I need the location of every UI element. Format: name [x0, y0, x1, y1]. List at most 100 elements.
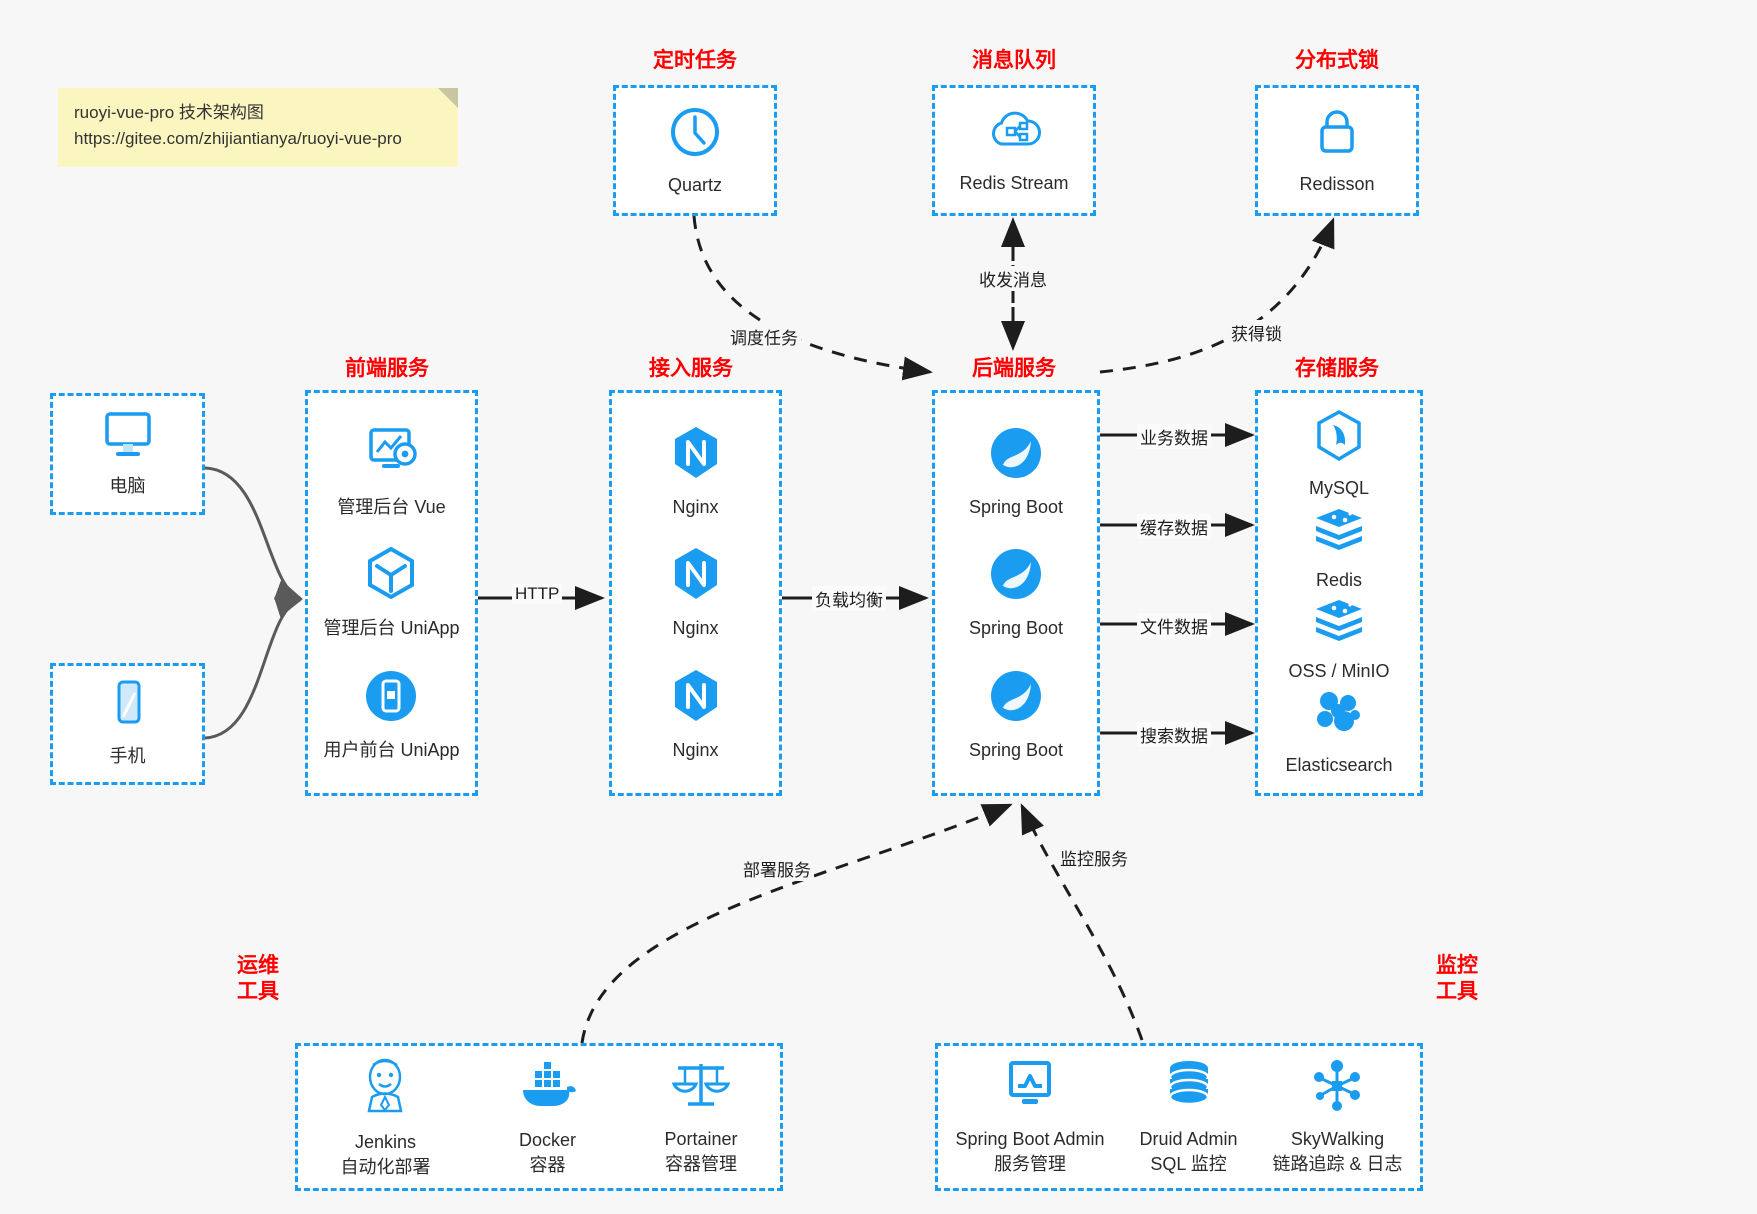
node-spring-boot-admin[interactable]: Spring Boot Admin 服务管理	[955, 1058, 1105, 1176]
node-jenkins[interactable]: Jenkins 自动化部署	[340, 1055, 430, 1179]
node-elasticsearch[interactable]: Elasticsearch	[1285, 688, 1393, 777]
node-label-nginx-2: Nginx	[672, 618, 719, 639]
clock-icon	[667, 104, 723, 165]
group-title-devops-line1: 运维	[237, 954, 279, 977]
node-label-redis-stream: Redis Stream	[959, 172, 1069, 193]
node-mysql[interactable]: MySQL	[1309, 409, 1369, 500]
node-nginx-3[interactable]: Nginx	[669, 667, 723, 762]
client-box-desktop[interactable]: 电脑	[50, 393, 205, 515]
group-box-frontend[interactable]: 管理后台 Vue 管理后台 UniApp 用户前台 UniApp	[305, 390, 478, 796]
group-box-storage[interactable]: MySQL Redis	[1255, 390, 1423, 796]
node-sublabel-docker: 容器	[529, 1154, 566, 1175]
client-label-desktop: 电脑	[109, 476, 146, 497]
node-spring-boot-3[interactable]: Spring Boot	[969, 667, 1063, 762]
group-title-scheduler: 定时任务	[653, 49, 737, 72]
spring-leaf-icon	[987, 545, 1045, 608]
group-box-devops[interactable]: Jenkins 自动化部署 Docker 容器	[295, 1043, 783, 1191]
edge-label-acquire-lock: 获得锁	[1228, 320, 1285, 345]
group-title-gateway: 接入服务	[649, 357, 733, 380]
group-box-backend[interactable]: Spring Boot Spring Boot Spring Boot	[932, 390, 1100, 796]
node-label-admin-uniapp: 管理后台 UniApp	[323, 618, 460, 639]
node-sublabel-spring-boot-admin: 服务管理	[994, 1153, 1067, 1174]
edge-label-monitor-service: 监控服务	[1057, 845, 1131, 870]
node-redis-stream[interactable]: Redis Stream	[959, 106, 1069, 195]
group-title-lock: 分布式锁	[1295, 49, 1379, 72]
node-label-redisson: Redisson	[1299, 173, 1375, 194]
node-label-mysql: MySQL	[1308, 478, 1369, 499]
group-title-devops: 运维 工具	[228, 953, 288, 1006]
nginx-icon	[669, 545, 723, 608]
node-label-redis: Redis	[1315, 569, 1363, 590]
node-label-jenkins: Jenkins	[354, 1132, 416, 1153]
node-spring-boot-1[interactable]: Spring Boot	[969, 424, 1063, 519]
node-sublabel-druid-admin: SQL 监控	[1150, 1153, 1227, 1174]
group-title-monitor-line1: 监控	[1436, 954, 1478, 977]
cube-icon	[362, 545, 420, 608]
node-label-spring-boot-3: Spring Boot	[968, 739, 1064, 760]
node-druid-admin[interactable]: Druid Admin SQL 监控	[1140, 1058, 1238, 1176]
group-box-monitor[interactable]: Spring Boot Admin 服务管理 Druid Admin SQL 监…	[935, 1043, 1423, 1191]
group-title-monitor: 监控 工具	[1427, 953, 1487, 1006]
group-box-lock[interactable]: Redisson	[1255, 85, 1419, 216]
nginx-icon	[669, 667, 723, 730]
group-box-gateway[interactable]: Nginx Nginx Nginx	[609, 390, 782, 796]
node-spring-boot-2[interactable]: Spring Boot	[969, 545, 1063, 640]
client-box-mobile[interactable]: 手机	[50, 663, 205, 785]
mobile-phone-icon	[97, 679, 159, 736]
group-title-storage: 存储服务	[1295, 357, 1379, 380]
scales-icon	[670, 1058, 732, 1119]
node-portainer[interactable]: Portainer 容器管理	[664, 1058, 738, 1176]
edge-label-search-data: 搜索数据	[1137, 722, 1211, 747]
node-quartz[interactable]: Quartz	[667, 104, 723, 197]
spring-leaf-icon	[987, 424, 1045, 487]
node-sublabel-jenkins: 自动化部署	[340, 1156, 431, 1177]
group-box-scheduler[interactable]: Quartz	[613, 85, 777, 216]
node-admin-uniapp[interactable]: 管理后台 UniApp	[323, 545, 460, 640]
client-label-mobile: 手机	[109, 746, 146, 767]
node-redisson[interactable]: Redisson	[1299, 105, 1375, 196]
note-line-1: ruoyi-vue-pro 技术架构图	[74, 103, 264, 122]
node-desktop[interactable]: 电脑	[97, 409, 159, 498]
edge-label-schedule-task: 调度任务	[727, 324, 801, 349]
node-label-elasticsearch: Elasticsearch	[1285, 754, 1393, 775]
group-title-devops-line2: 工具	[237, 980, 279, 1004]
node-skywalking[interactable]: SkyWalking 链路追踪 & 日志	[1272, 1058, 1403, 1176]
desktop-monitor-icon	[97, 409, 159, 466]
edge-label-load-balance: 负载均衡	[812, 586, 886, 611]
note-fold-corner	[438, 88, 458, 108]
padlock-icon	[1309, 105, 1365, 164]
node-label-quartz: Quartz	[667, 174, 723, 195]
jenkins-butler-icon	[354, 1055, 416, 1122]
node-nginx-2[interactable]: Nginx	[669, 545, 723, 640]
node-docker[interactable]: Docker 容器	[515, 1057, 579, 1177]
cloud-stream-icon	[985, 106, 1043, 163]
note-line-2: https://gitee.com/zhijiantianya/ruoyi-vu…	[74, 129, 402, 149]
node-oss-minio[interactable]: OSS / MinIO	[1288, 596, 1390, 683]
node-nginx-1[interactable]: Nginx	[669, 424, 723, 519]
elasticsearch-icon	[1311, 688, 1367, 745]
group-box-mq[interactable]: Redis Stream	[932, 85, 1096, 216]
node-label-admin-vue: 管理后台 Vue	[337, 497, 446, 518]
node-label-user-uniapp: 用户前台 UniApp	[323, 739, 460, 760]
edge-label-cache-data: 缓存数据	[1137, 514, 1211, 539]
mysql-dolphin-icon	[1312, 409, 1366, 468]
node-redis[interactable]: Redis	[1310, 505, 1368, 592]
node-mobile[interactable]: 手机	[97, 679, 159, 768]
node-admin-vue[interactable]: 管理后台 Vue	[337, 424, 446, 519]
nginx-icon	[669, 424, 723, 487]
node-label-nginx-3: Nginx	[672, 739, 719, 760]
group-title-monitor-line2: 工具	[1436, 980, 1478, 1004]
node-label-spring-boot-1: Spring Boot	[968, 497, 1064, 518]
node-label-oss-minio: OSS / MinIO	[1288, 661, 1390, 682]
dashboard-gear-icon	[361, 424, 423, 487]
node-label-spring-boot-2: Spring Boot	[968, 618, 1064, 639]
skywalking-node-icon	[1308, 1058, 1366, 1119]
node-label-nginx-1: Nginx	[672, 497, 719, 518]
node-label-spring-boot-admin: Spring Boot Admin	[955, 1129, 1105, 1150]
node-label-docker: Docker	[518, 1130, 576, 1151]
node-user-uniapp[interactable]: 用户前台 UniApp	[323, 667, 460, 762]
mobile-app-icon	[362, 667, 420, 730]
group-title-mq: 消息队列	[972, 49, 1056, 72]
monitor-chart-icon	[1000, 1058, 1060, 1119]
